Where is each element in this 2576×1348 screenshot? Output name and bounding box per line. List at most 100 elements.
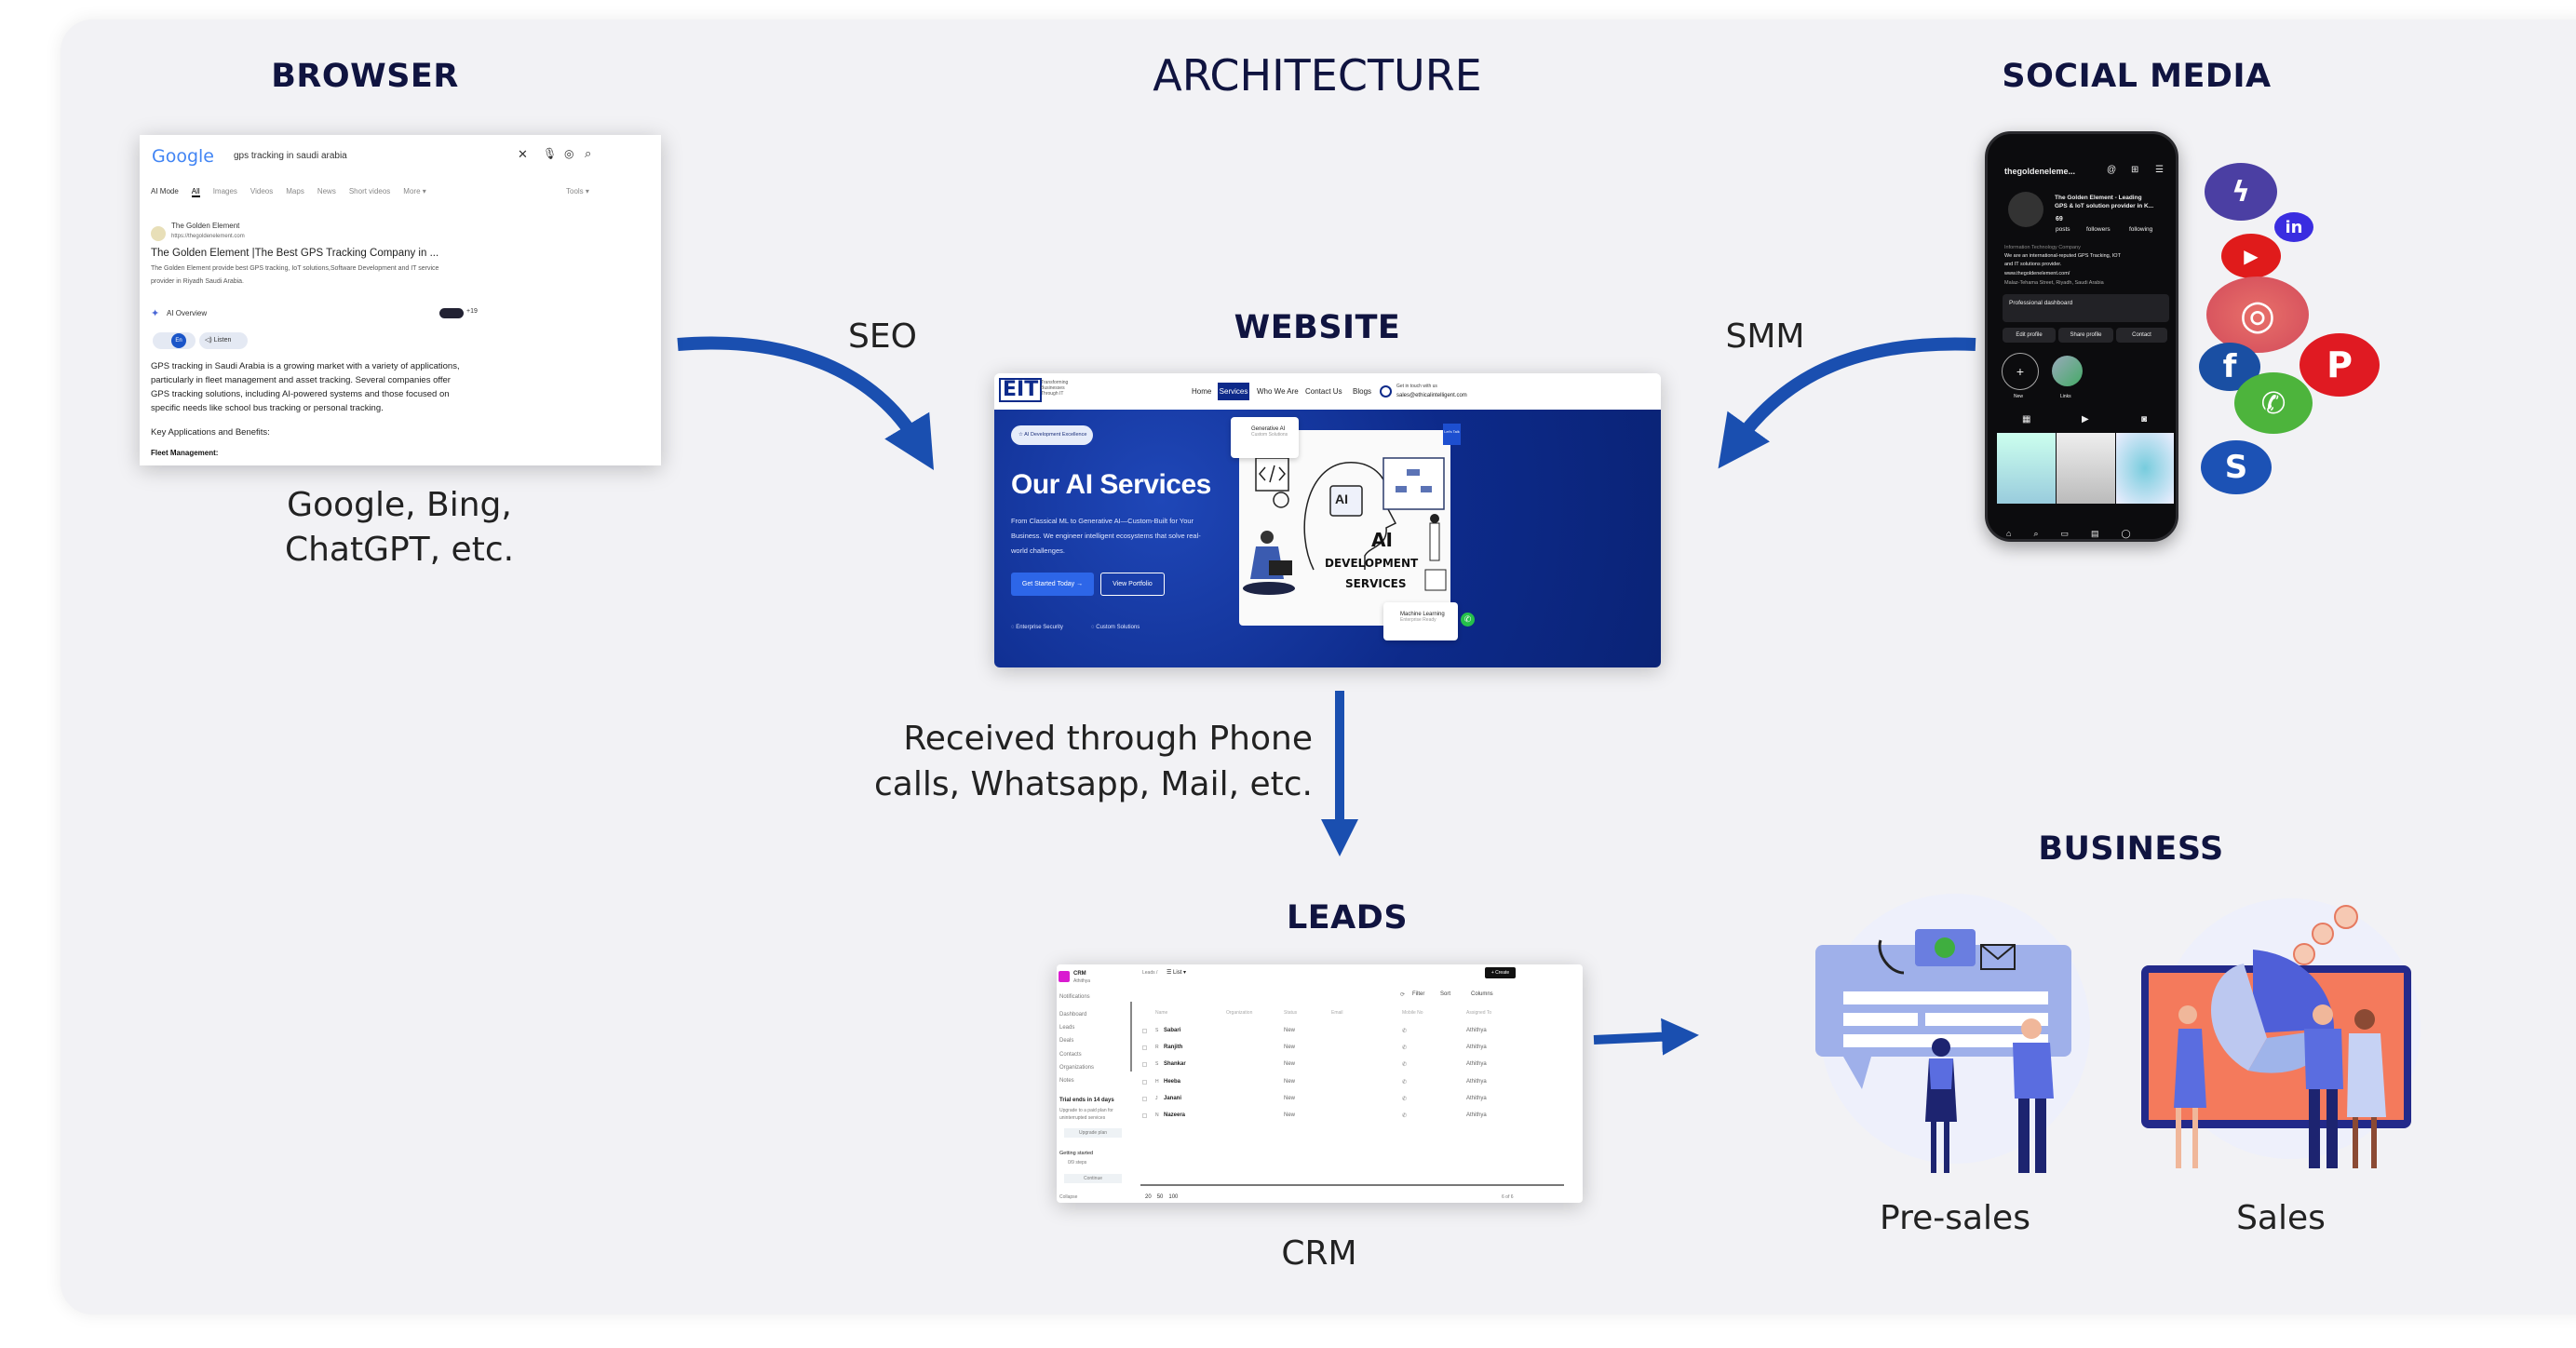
- row-lead-name[interactable]: Janani: [1164, 1096, 1182, 1101]
- reels-nav-icon[interactable]: ▭: [2060, 529, 2069, 538]
- tagged-tab-icon[interactable]: ◙: [2141, 414, 2148, 425]
- bio-link[interactable]: www.thegoldenelement.com/: [2004, 271, 2070, 276]
- col-organization[interactable]: Organization: [1226, 1010, 1253, 1016]
- continue-button[interactable]: Continue: [1064, 1174, 1122, 1183]
- menu-icon[interactable]: ☰: [2155, 165, 2164, 175]
- col-assigned-to[interactable]: Assigned To: [1466, 1010, 1492, 1016]
- view-portfolio-button[interactable]: View Portfolio: [1100, 573, 1165, 596]
- sidebar-dashboard[interactable]: Dashboard: [1059, 1012, 1087, 1018]
- refresh-icon[interactable]: ⟳: [1400, 992, 1406, 998]
- home-nav-icon[interactable]: ⌂: [2006, 529, 2012, 538]
- tab-maps[interactable]: Maps: [286, 187, 304, 195]
- shop-nav-icon[interactable]: ▤: [2091, 529, 2099, 538]
- nav-blogs[interactable]: Blogs: [1353, 387, 1372, 396]
- add-post-icon[interactable]: ⊞: [2131, 165, 2139, 175]
- col-mobile[interactable]: Mobile No: [1402, 1010, 1423, 1016]
- lens-icon[interactable]: ◎: [564, 147, 574, 160]
- collapse-button[interactable]: Collapse: [1059, 1194, 1078, 1200]
- tab-news[interactable]: News: [317, 187, 336, 195]
- tools-button[interactable]: Tools ▾: [566, 187, 589, 195]
- sidebar-contacts[interactable]: Contacts: [1059, 1052, 1082, 1058]
- page-size-20[interactable]: 20: [1145, 1194, 1152, 1200]
- phone-icon[interactable]: ✆: [1402, 1045, 1408, 1051]
- grid-tab-icon[interactable]: ▦: [2022, 414, 2031, 425]
- professional-dashboard[interactable]: Professional dashboard: [2003, 294, 2169, 322]
- post-thumbnail[interactable]: [2116, 433, 2174, 504]
- sidebar-scrollbar[interactable]: [1130, 1002, 1132, 1072]
- row-checkbox[interactable]: [1142, 1045, 1147, 1050]
- view-selector[interactable]: ☰ List ▾: [1167, 970, 1187, 976]
- row-lead-name[interactable]: Heeba: [1164, 1079, 1181, 1085]
- row-checkbox[interactable]: [1142, 1062, 1147, 1067]
- profile-nav-icon[interactable]: ◯: [2121, 529, 2131, 538]
- result-url[interactable]: https://thegoldenelement.com: [171, 234, 245, 239]
- col-email[interactable]: Email: [1331, 1010, 1343, 1016]
- phone-icon[interactable]: ✆: [1402, 1029, 1408, 1034]
- new-highlight-button[interactable]: +: [2002, 353, 2039, 390]
- language-en[interactable]: En: [171, 333, 186, 348]
- links-highlight[interactable]: [2052, 356, 2083, 386]
- sidebar-leads[interactable]: Leads: [1059, 1025, 1075, 1031]
- get-started-button[interactable]: Get Started Today →: [1011, 573, 1094, 596]
- sidebar-notes[interactable]: Notes: [1059, 1078, 1074, 1084]
- stat-followers[interactable]: followers: [2086, 226, 2111, 233]
- sort-button[interactable]: Sort: [1440, 991, 1451, 997]
- tab-short-videos[interactable]: Short videos: [348, 187, 391, 195]
- share-profile-button[interactable]: Share profile: [2058, 328, 2113, 343]
- phone-icon[interactable]: ✆: [1402, 1062, 1408, 1068]
- page-size-100[interactable]: 100: [1168, 1194, 1179, 1200]
- row-lead-name[interactable]: Ranjith: [1164, 1045, 1183, 1050]
- clear-icon[interactable]: ✕: [518, 147, 528, 161]
- contact-email[interactable]: sales@ethicalintelligent.com: [1396, 393, 1467, 398]
- breadcrumb[interactable]: Leads /: [1142, 970, 1158, 976]
- row-checkbox[interactable]: [1142, 1080, 1147, 1085]
- row-lead-name[interactable]: Nazeera: [1164, 1112, 1186, 1118]
- phone-icon[interactable]: ✆: [1402, 1080, 1408, 1085]
- sidebar-organizations[interactable]: Organizations: [1059, 1065, 1095, 1071]
- reels-tab-icon[interactable]: ▶: [2082, 414, 2089, 425]
- row-lead-name[interactable]: Shankar: [1164, 1061, 1186, 1067]
- row-checkbox[interactable]: [1142, 1097, 1147, 1101]
- page-size-50[interactable]: 50: [1156, 1194, 1164, 1200]
- tab-ai-mode[interactable]: AI Mode: [151, 187, 179, 195]
- nav-contact-us[interactable]: Contact Us: [1305, 387, 1342, 396]
- phone-icon[interactable]: ✆: [1402, 1097, 1408, 1102]
- instagram-username[interactable]: thegoldeneleme...: [2004, 167, 2076, 176]
- eit-logo[interactable]: EIT: [999, 378, 1043, 402]
- row-checkbox[interactable]: [1142, 1029, 1147, 1033]
- search-nav-icon[interactable]: ⌕: [2033, 529, 2039, 538]
- mic-icon[interactable]: 🎙: [543, 147, 558, 160]
- filter-button[interactable]: Filter: [1412, 991, 1425, 997]
- stat-following[interactable]: following: [2129, 226, 2153, 233]
- tab-images[interactable]: Images: [212, 187, 237, 195]
- sidebar-notifications[interactable]: Notifications: [1059, 994, 1090, 1000]
- search-icon[interactable]: ⌕: [585, 146, 592, 160]
- whatsapp-float-icon[interactable]: ✆: [1461, 613, 1475, 627]
- profile-avatar[interactable]: [2008, 192, 2043, 227]
- post-thumbnail[interactable]: [1997, 433, 2056, 504]
- result-title-link[interactable]: The Golden Element |The Best GPS Trackin…: [151, 248, 439, 259]
- horizontal-scrollbar[interactable]: [1140, 1184, 1564, 1186]
- sidebar-deals[interactable]: Deals: [1059, 1038, 1074, 1044]
- listen-button[interactable]: ◁) Listen: [199, 332, 248, 349]
- nav-who-we-are[interactable]: Who We Are: [1257, 387, 1299, 396]
- tab-videos[interactable]: Videos: [250, 187, 274, 195]
- upgrade-plan-button[interactable]: Upgrade plan: [1064, 1128, 1122, 1138]
- search-input[interactable]: gps tracking in saudi arabia: [234, 151, 347, 161]
- threads-icon[interactable]: @: [2107, 165, 2117, 175]
- contact-button[interactable]: Contact: [2116, 328, 2167, 343]
- edit-profile-button[interactable]: Edit profile: [2003, 328, 2056, 343]
- col-name[interactable]: Name: [1155, 1010, 1168, 1016]
- create-button[interactable]: + Create: [1485, 967, 1516, 978]
- row-lead-name[interactable]: Sabari: [1164, 1028, 1181, 1033]
- phone-icon[interactable]: ✆: [1402, 1113, 1408, 1119]
- lets-talk-tab[interactable]: Let's Talk: [1443, 424, 1461, 445]
- columns-button[interactable]: Columns: [1471, 991, 1493, 997]
- tab-all[interactable]: All: [191, 187, 200, 197]
- nav-home[interactable]: Home: [1192, 387, 1212, 396]
- post-thumbnail[interactable]: [2057, 433, 2115, 504]
- tab-more[interactable]: More ▾: [403, 187, 426, 195]
- row-checkbox[interactable]: [1142, 1113, 1147, 1118]
- col-status[interactable]: Status: [1284, 1010, 1298, 1016]
- nav-services[interactable]: Services: [1218, 383, 1249, 400]
